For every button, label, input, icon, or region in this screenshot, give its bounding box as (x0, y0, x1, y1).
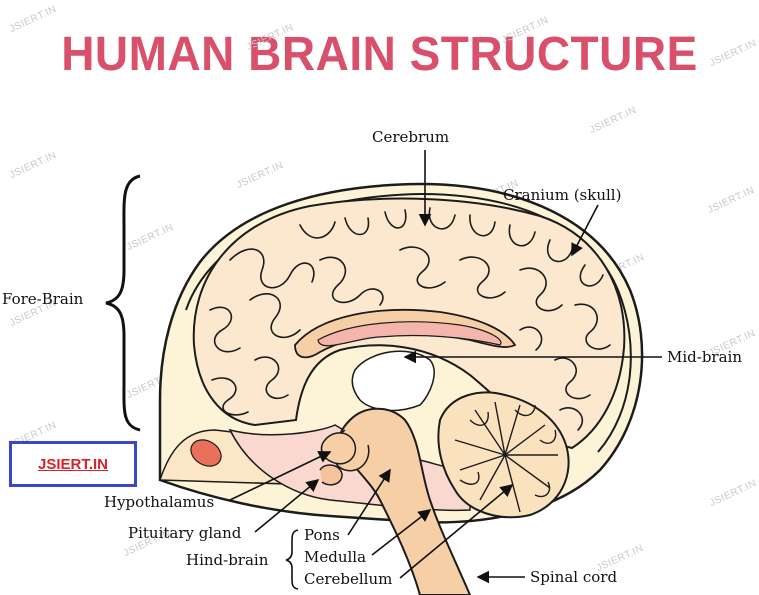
label-pituitary-gland: Pituitary gland (128, 524, 242, 542)
label-mid-brain: Mid-brain (667, 348, 742, 366)
arrow-pons (347, 468, 391, 536)
arrow-cranium (571, 204, 599, 257)
label-cerebrum: Cerebrum (372, 128, 450, 146)
label-fore-brain: Fore-Brain (2, 290, 84, 308)
page-title: HUMAN BRAIN STRUCTURE (61, 25, 698, 81)
pituitary-gland (319, 464, 343, 486)
arrow-cerebellum (399, 483, 514, 579)
label-cranium: Cranium (skull) (503, 186, 622, 204)
pointer-lines (229, 150, 662, 584)
cerebellum (437, 391, 570, 519)
label-hind-brain: Hind-brain (186, 551, 269, 569)
label-pons: Pons (304, 526, 340, 544)
hind-brain-brace (285, 529, 299, 590)
corpus-callosum (294, 309, 517, 359)
label-spinal-cord: Spinal cord (530, 568, 618, 586)
fore-brain-brace (105, 174, 141, 432)
hypothalamus (320, 432, 357, 465)
label-hypothalamus: Hypothalamus (104, 493, 215, 511)
corpus-callosum-band (317, 321, 502, 347)
arrow-hypothalamus (229, 451, 332, 501)
arrow-medulla (371, 509, 432, 556)
site-badge: JSIERT.IN (9, 441, 137, 487)
sinus (190, 439, 222, 467)
thalamus-region (351, 350, 435, 412)
gyri (209, 207, 611, 431)
arrow-pituitary (254, 478, 320, 533)
label-medulla: Medulla (304, 548, 367, 566)
site-badge-text: JSIERT.IN (37, 455, 109, 473)
label-cerebellum: Cerebellum (304, 570, 393, 588)
